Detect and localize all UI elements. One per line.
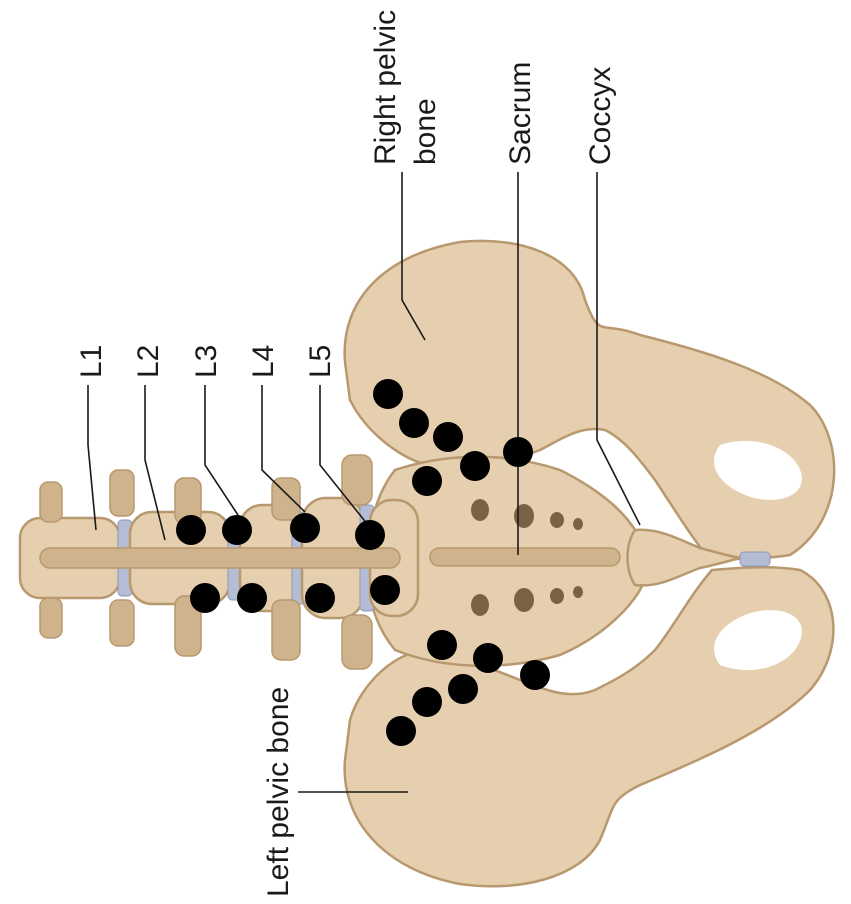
- sacral-foramen: [573, 586, 583, 598]
- marker-dot: [176, 515, 206, 545]
- sacral-crest: [429, 547, 621, 567]
- sacral-foramen: [514, 504, 534, 528]
- right-obturator-opening: [714, 440, 802, 500]
- bone-illustration: [18, 239, 836, 888]
- marker-dot: [386, 716, 416, 746]
- label-sacrum: Sacrum: [504, 62, 537, 165]
- sacral-foramen: [471, 594, 489, 616]
- sacral-foramen: [550, 588, 564, 604]
- leader-l3: [204, 385, 239, 516]
- sacral-foramen: [471, 499, 489, 521]
- transverse-process: [271, 599, 301, 661]
- transverse-process: [341, 614, 373, 670]
- labels: L1 L2 L3 L4 L5 Right pelvic bone Sacrum …: [75, 10, 617, 897]
- marker-dot: [373, 379, 403, 409]
- marker-dot: [290, 513, 320, 543]
- spinous-process: [39, 547, 401, 569]
- sacral-foramen: [573, 518, 583, 530]
- leader-right-pelvic: [401, 172, 426, 341]
- sacral-foramen: [550, 512, 564, 528]
- leader-l5: [319, 385, 369, 526]
- label-coccyx: Coccyx: [584, 67, 617, 165]
- marker-dot: [237, 583, 267, 613]
- transverse-process: [271, 477, 301, 521]
- marker-dot: [427, 630, 457, 660]
- leader-coccyx: [596, 172, 641, 526]
- marker-dot: [460, 451, 490, 481]
- transverse-process: [174, 595, 202, 657]
- leader-l1: [87, 385, 97, 531]
- leader-l2: [144, 385, 166, 541]
- transverse-process: [109, 469, 135, 517]
- marker-dot: [222, 515, 252, 545]
- label-l5: L5: [304, 345, 337, 378]
- sacral-foramen: [514, 588, 534, 612]
- label-right-pelvic-line2: bone: [409, 98, 442, 165]
- pubic-symphysis-disc: [739, 551, 771, 567]
- label-l4: L4: [247, 345, 280, 378]
- marker-dot: [305, 583, 335, 613]
- transverse-process: [109, 599, 135, 647]
- marker-dot: [412, 687, 442, 717]
- transverse-process: [341, 454, 373, 506]
- label-l2: L2: [132, 345, 165, 378]
- marker-dot: [520, 660, 550, 690]
- marker-dot: [473, 643, 503, 673]
- marker-dot: [448, 674, 478, 704]
- marker-dot: [370, 575, 400, 605]
- marker-dot: [355, 520, 385, 550]
- transverse-process: [39, 597, 63, 639]
- marker-dots: [176, 379, 550, 746]
- transverse-process: [39, 481, 63, 523]
- coccyx-shape: [626, 528, 741, 587]
- left-obturator-opening: [714, 610, 802, 671]
- label-left-pelvic: Left pelvic bone: [262, 687, 295, 897]
- leader-l4: [261, 385, 306, 513]
- lumbar-column: [18, 454, 420, 670]
- marker-dot: [433, 422, 463, 452]
- label-right-pelvic-line1: Right pelvic: [369, 10, 402, 165]
- left-pelvic-bone-shape: [343, 566, 835, 888]
- marker-dot: [503, 437, 533, 467]
- label-l3: L3: [190, 345, 223, 378]
- marker-dot: [412, 466, 442, 496]
- marker-dot: [399, 408, 429, 438]
- label-l1: L1: [75, 345, 108, 378]
- marker-dot: [190, 583, 220, 613]
- leader-lines: [87, 172, 641, 793]
